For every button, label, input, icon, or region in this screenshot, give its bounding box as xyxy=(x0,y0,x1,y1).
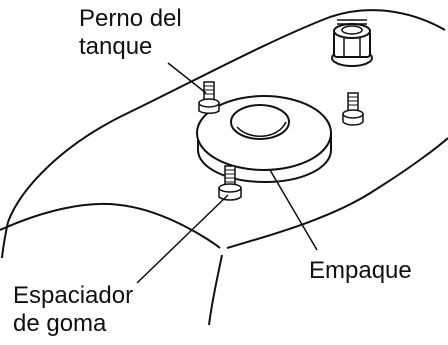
tank-bolt-right xyxy=(342,92,364,126)
tank-bolt-label-line2: tanque xyxy=(79,33,153,60)
tank-bolt-left xyxy=(198,81,220,114)
gasket-leader-line xyxy=(269,169,318,251)
rubber-spacer-leader-line xyxy=(136,194,229,284)
rubber-spacer-label-line1: Espaciador xyxy=(13,282,134,309)
tank-edge-lower xyxy=(208,254,223,326)
tank-bottom-outline xyxy=(7,9,446,223)
tank-edge-left xyxy=(1,221,9,259)
tank-bolt-label-line1: Perno del xyxy=(79,5,182,32)
gasket xyxy=(196,95,332,184)
tank-bolt-label: Perno del tanque xyxy=(79,5,182,61)
tank-side-curve xyxy=(226,137,448,249)
rubber-spacer-bolt xyxy=(218,165,242,201)
rubber-spacer-label-line2: de goma xyxy=(13,310,107,337)
tank-bolt-leader-line xyxy=(167,62,207,94)
fill-valve-fitting xyxy=(331,19,373,67)
rubber-spacer-label: Espaciador de goma xyxy=(13,282,133,338)
gasket-label: Empaque xyxy=(309,257,412,284)
tank-front-curve xyxy=(0,202,221,249)
